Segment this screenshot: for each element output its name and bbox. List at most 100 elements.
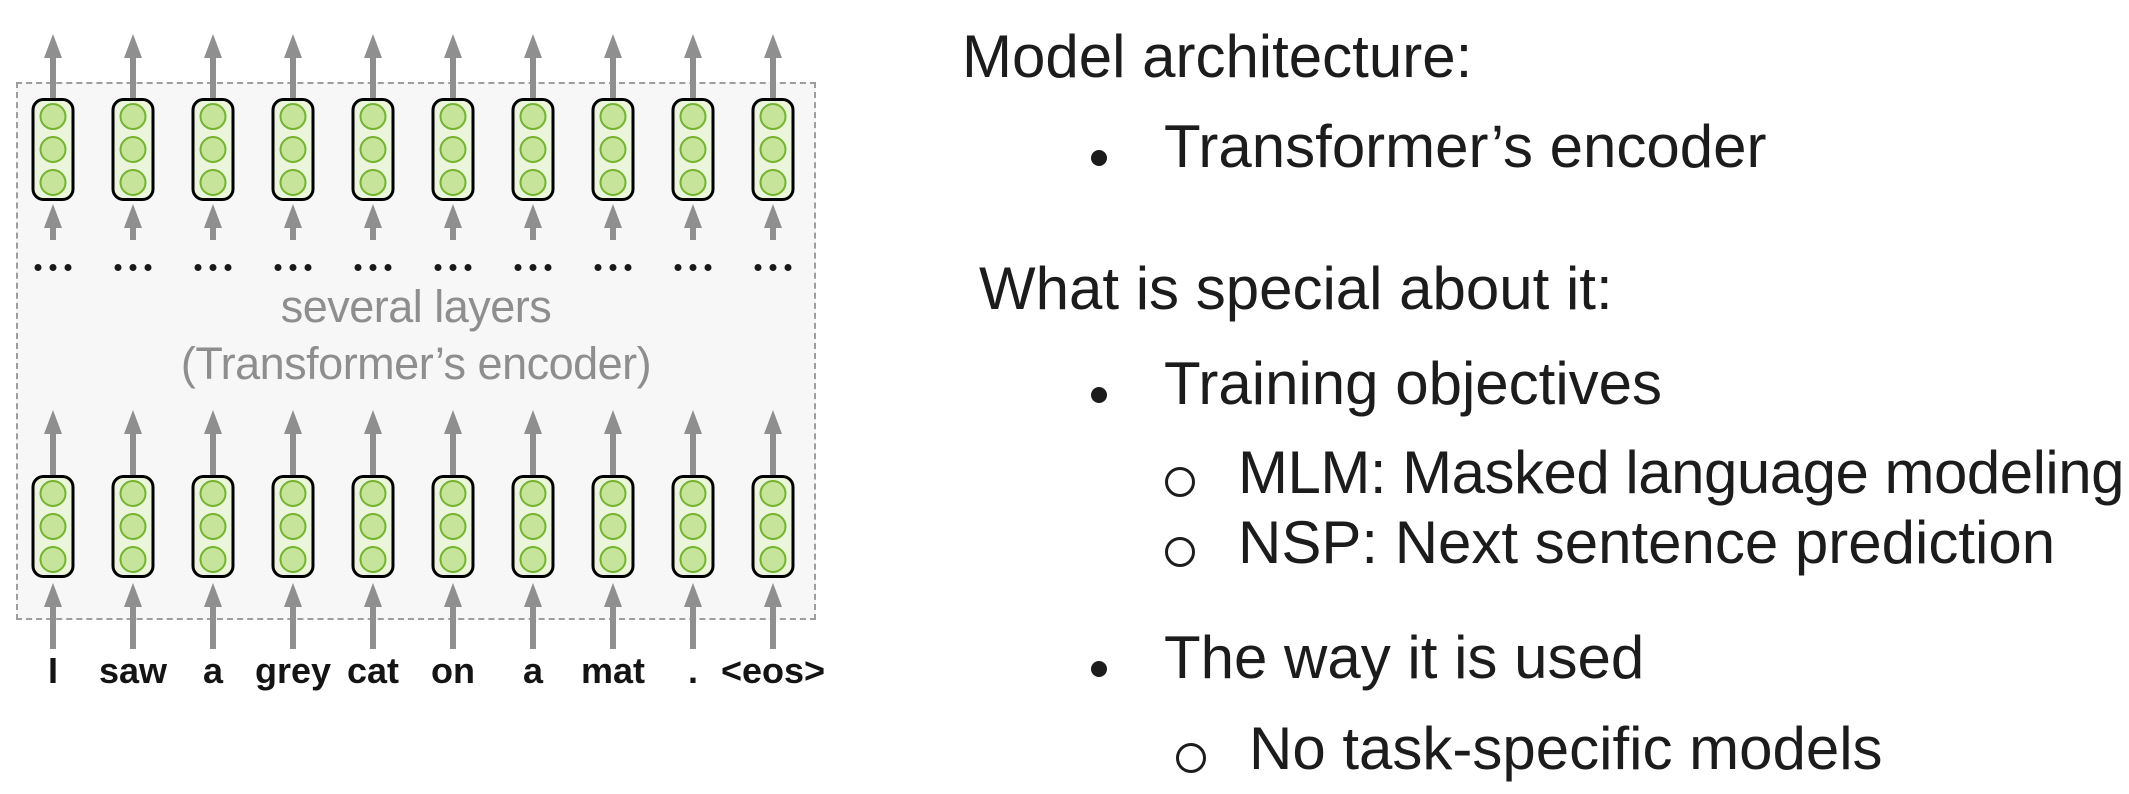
vector-unit-icon bbox=[759, 136, 787, 163]
arrow-shaft bbox=[290, 58, 296, 98]
vector-unit-icon bbox=[279, 136, 307, 163]
vector-unit-icon bbox=[679, 513, 707, 540]
layer-arrow-icon bbox=[764, 410, 782, 475]
arrowhead-icon bbox=[364, 34, 382, 58]
bullet-dot-icon bbox=[1091, 150, 1107, 166]
layer-arrow-icon bbox=[764, 204, 782, 240]
token-column: on bbox=[413, 0, 493, 794]
output-arrow-icon bbox=[604, 34, 622, 98]
vector-unit-icon bbox=[279, 513, 307, 540]
token-column: saw bbox=[93, 0, 173, 794]
arrowhead-icon bbox=[604, 204, 622, 228]
token-column: . bbox=[653, 0, 733, 794]
arrow-shaft bbox=[450, 607, 456, 649]
subbullet-text: NSP: Next sentence prediction bbox=[1238, 509, 2056, 576]
layers-label: several layers (Transformer’s encoder) bbox=[16, 278, 816, 392]
vector-unit-icon bbox=[439, 136, 467, 163]
layer-arrow-icon bbox=[444, 410, 462, 475]
arrowhead-icon bbox=[684, 204, 702, 228]
arrowhead-icon bbox=[764, 410, 782, 434]
layer-arrow-icon bbox=[684, 410, 702, 475]
input-embedding-vector bbox=[111, 475, 155, 578]
vector-unit-icon bbox=[599, 513, 627, 540]
arrowhead-icon bbox=[684, 410, 702, 434]
circle-bullet-icon bbox=[1165, 537, 1195, 567]
arrowhead-icon bbox=[44, 583, 62, 607]
input-arrow-icon bbox=[444, 583, 462, 649]
layer-arrow-icon bbox=[364, 410, 382, 475]
vector-unit-icon bbox=[519, 546, 547, 573]
bullet-dot-icon bbox=[1091, 661, 1107, 677]
arrowhead-icon bbox=[204, 583, 222, 607]
encoder-output-vector bbox=[591, 98, 635, 201]
arrow-shaft bbox=[450, 228, 456, 240]
arrow-shaft bbox=[290, 228, 296, 240]
token-label: on bbox=[431, 650, 475, 691]
ellipsis-dots-icon bbox=[194, 264, 232, 271]
bullet-text: The way it is used bbox=[1164, 624, 1645, 691]
arrow-shaft bbox=[50, 607, 56, 649]
vector-unit-icon bbox=[279, 103, 307, 130]
bert-encoder-diagram: several layers (Transformer’s encoder) I… bbox=[0, 0, 860, 794]
vector-unit-icon bbox=[679, 546, 707, 573]
input-embedding-vector bbox=[271, 475, 315, 578]
arrow-shaft bbox=[610, 58, 616, 98]
token-label: <eos> bbox=[720, 650, 826, 691]
vector-unit-icon bbox=[599, 169, 627, 196]
arrow-shaft bbox=[530, 228, 536, 240]
arrowhead-icon bbox=[124, 204, 142, 228]
vector-unit-icon bbox=[199, 169, 227, 196]
layer-arrow-icon bbox=[604, 410, 622, 475]
arrow-shaft bbox=[130, 228, 136, 240]
vector-unit-icon bbox=[359, 103, 387, 130]
subbullet-text: No task-specific models bbox=[1249, 715, 1883, 782]
encoder-output-vector bbox=[271, 98, 315, 201]
input-embedding-vector bbox=[751, 475, 795, 578]
vector-unit-icon bbox=[759, 480, 787, 507]
token-label: I bbox=[47, 650, 59, 691]
arrowhead-icon bbox=[124, 34, 142, 58]
input-arrow-icon bbox=[364, 583, 382, 649]
vector-unit-icon bbox=[119, 513, 147, 540]
arrowhead-icon bbox=[444, 34, 462, 58]
input-embedding-vector bbox=[511, 475, 555, 578]
arrow-shaft bbox=[210, 58, 216, 98]
output-arrow-icon bbox=[364, 34, 382, 98]
output-arrow-icon bbox=[764, 34, 782, 98]
heading-what-is-special: What is special about it: bbox=[979, 259, 1613, 319]
vector-unit-icon bbox=[199, 546, 227, 573]
input-arrow-icon bbox=[284, 583, 302, 649]
vector-unit-icon bbox=[599, 480, 627, 507]
ellipsis-dots-icon bbox=[594, 264, 632, 271]
input-arrow-icon bbox=[44, 583, 62, 649]
token-column: mat bbox=[573, 0, 653, 794]
arrowhead-icon bbox=[604, 34, 622, 58]
vector-unit-icon bbox=[679, 136, 707, 163]
vector-unit-icon bbox=[279, 480, 307, 507]
arrowhead-icon bbox=[604, 410, 622, 434]
vector-unit-icon bbox=[439, 103, 467, 130]
arrowhead-icon bbox=[444, 583, 462, 607]
arrow-shaft bbox=[610, 607, 616, 649]
arrowhead-icon bbox=[764, 34, 782, 58]
arrowhead-icon bbox=[524, 204, 542, 228]
token-column: a bbox=[173, 0, 253, 794]
output-arrow-icon bbox=[524, 34, 542, 98]
ellipsis-dots-icon bbox=[434, 264, 472, 271]
vector-unit-icon bbox=[279, 169, 307, 196]
vector-unit-icon bbox=[599, 546, 627, 573]
vector-unit-icon bbox=[519, 513, 547, 540]
input-arrow-icon bbox=[204, 583, 222, 649]
token-label: saw bbox=[98, 650, 168, 691]
arrow-shaft bbox=[690, 434, 696, 475]
arrow-shaft bbox=[50, 58, 56, 98]
input-arrow-icon bbox=[684, 583, 702, 649]
heading-model-architecture: Model architecture: bbox=[962, 27, 1472, 87]
arrowhead-icon bbox=[124, 410, 142, 434]
ellipsis-dots-icon bbox=[514, 264, 552, 271]
arrowhead-icon bbox=[44, 410, 62, 434]
arrow-shaft bbox=[210, 434, 216, 475]
bullet-dot-icon bbox=[1091, 387, 1107, 403]
vector-unit-icon bbox=[439, 513, 467, 540]
arrowhead-icon bbox=[684, 583, 702, 607]
